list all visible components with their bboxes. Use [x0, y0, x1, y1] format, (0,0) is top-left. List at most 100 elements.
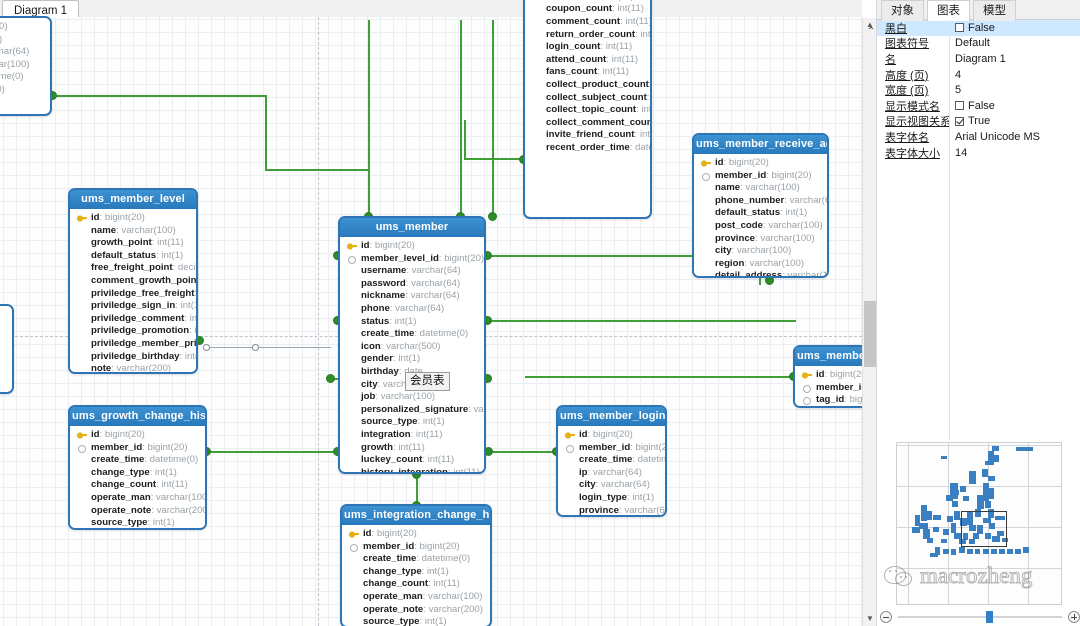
entity-field[interactable]: id: bigint(20) — [74, 429, 202, 442]
entity-field[interactable]: change_type: int(1) — [346, 566, 487, 579]
zoom-slider-track[interactable] — [898, 611, 1062, 623]
property-value[interactable]: 14 — [949, 147, 1080, 159]
entity-field[interactable]: change_count: int(11) — [74, 479, 202, 492]
entity-field[interactable]: create_time: datetime(0) — [346, 553, 487, 566]
entity-field[interactable]: member_id: bigint(20) — [698, 170, 824, 183]
entity-field[interactable]: member_id: bigint(20) — [562, 442, 665, 455]
entity-field[interactable]: region: varchar(100) — [698, 258, 824, 271]
entity-field[interactable]: gender: int(1) — [344, 353, 481, 366]
canvas-vertical-scrollbar[interactable]: ▲ ▼ — [862, 18, 876, 626]
entity-field[interactable]: luckey_count: int(11) — [344, 454, 481, 467]
entity-field[interactable]: history_integration: int(11) — [344, 467, 481, 472]
entity-field[interactable]: create_time: datetime(0) — [562, 454, 665, 467]
property-value[interactable]: False — [949, 21, 1080, 34]
entity-field[interactable]: operate_note: varchar(200) — [74, 505, 205, 518]
entity-field[interactable]: change_count: int(11) — [346, 578, 487, 591]
properties-tab[interactable]: 图表 — [927, 0, 970, 21]
entity-table[interactable]: id: bigint(20)member_id: bigint(20)consu… — [523, 0, 652, 219]
entity-field[interactable]: collect_product_count: int(11) — [529, 79, 650, 92]
entity-field[interactable]: priviledge_birthday: int(1) — [74, 351, 196, 364]
entity-field[interactable]: login_count: int(11) — [529, 41, 647, 54]
property-value[interactable]: Default — [949, 37, 1080, 49]
zoom-slider-thumb[interactable] — [986, 611, 993, 623]
entity-field[interactable]: recent_order_time: datetime(0) — [529, 142, 650, 155]
entity-field[interactable]: varchar(100) — [0, 59, 47, 72]
entity-field[interactable]: return_order_count: int(11) — [529, 29, 650, 42]
entity-field[interactable]: source_type: int(1) — [74, 517, 202, 528]
property-row[interactable]: 宽度 (页)5 — [877, 82, 1080, 98]
entity-table[interactable]: ums_member_receive_addressid: bigint(20)… — [692, 133, 829, 278]
entity-field[interactable]: city: varchar(100) — [698, 245, 824, 258]
entity-table[interactable]: ums_member_login_logid: bigint(20)member… — [556, 405, 667, 517]
entity-field[interactable]: province: varchar(100) — [698, 233, 824, 246]
minimap-viewport-rect[interactable] — [961, 511, 1007, 547]
diagram-canvas[interactable]: Diagram 1 — [0, 0, 862, 626]
entity-field[interactable]: tag_id: bigint(2 — [799, 394, 862, 406]
entity-field[interactable]: source_type: int(1) — [344, 416, 481, 429]
entity-field[interactable]: priviledge_promotion: int(1) — [74, 325, 196, 338]
entity-field[interactable]: province: varchar(64) — [562, 505, 665, 515]
entity-field[interactable]: member_id: bigint(20) — [346, 541, 487, 554]
zoom-out-button[interactable] — [880, 611, 892, 623]
entity-field[interactable]: comment_count: int(11) — [529, 16, 650, 29]
entity-field[interactable]: 2) — [0, 309, 9, 322]
entity-field[interactable]: nickname: varchar(64) — [344, 290, 481, 303]
entity-field[interactable]: fans_count: int(11) — [529, 66, 647, 79]
entity-field[interactable]: priviledge_free_freight: int(1) — [74, 288, 196, 301]
entity-field[interactable]: integration: int(11) — [344, 429, 481, 442]
entity-field[interactable]: id: bigint(20) — [698, 157, 824, 170]
checkbox-icon[interactable] — [955, 23, 964, 33]
entity-field[interactable]: personalized_signature: varchar(200) — [344, 404, 484, 417]
property-value[interactable]: 4 — [949, 69, 1080, 81]
entity-table[interactable]: ums_growth_change_historyid: bigint(20)m… — [68, 405, 207, 530]
entity-field[interactable]: : varchar(64) — [0, 46, 47, 59]
entity-field[interactable]: datetime(0) — [0, 71, 47, 84]
entity-field[interactable]: priviledge_comment: int(1) — [74, 313, 196, 326]
entity-field[interactable]: id: bigint(20) — [74, 212, 193, 225]
entity-field[interactable]: attend_count: int(11) — [529, 54, 647, 67]
entity-field[interactable]: (100) — [0, 322, 9, 335]
entity-field[interactable]: free_freight_point: decimal(10, 2) — [74, 262, 196, 275]
entity-field[interactable]: password: varchar(64) — [344, 278, 481, 291]
property-value[interactable]: False — [949, 100, 1080, 112]
tab-diagram-1[interactable]: Diagram 1 — [2, 0, 80, 19]
entity-field[interactable]: collect_comment_count: int(11) — [529, 117, 650, 130]
entity-table[interactable]: ums_member_rid: bigint(20)member_id: bit… — [793, 345, 862, 408]
entity-field[interactable]: default_status: int(1) — [698, 207, 824, 220]
zoom-control[interactable] — [880, 608, 1080, 626]
entity-field[interactable]: birthday: date — [344, 366, 481, 379]
entity-field[interactable]: default_status: int(1) — [74, 250, 193, 263]
entity-field[interactable]: phone: varchar(64) — [344, 303, 481, 316]
entity-field[interactable]: icon: varchar(500) — [344, 341, 481, 354]
entity-field[interactable]: operate_note: varchar(200) — [346, 604, 487, 617]
property-value[interactable]: True — [949, 115, 1080, 127]
panel-collapse-icon[interactable]: ⌃ — [867, 26, 876, 37]
entity-field[interactable]: detail_address: varchar(128) — [698, 270, 827, 276]
entity-field[interactable]: create_time: datetime(0) — [74, 454, 202, 467]
entity-field[interactable]: comment_growth_point: int(11) — [74, 275, 196, 288]
scroll-up-icon[interactable]: ▲ — [866, 20, 874, 29]
entity-field[interactable]: order_count: int(11) — [529, 0, 647, 3]
entity-field[interactable]: member_level_id: bigint(20) — [344, 253, 484, 266]
entity-field[interactable]: operate_man: varchar(100) — [346, 591, 487, 604]
entity-field[interactable]: username: varchar(64) — [344, 265, 481, 278]
entity-field[interactable]: job: varchar(100) — [344, 391, 481, 404]
entity-field[interactable]: change_type: int(1) — [74, 467, 202, 480]
entity-table[interactable]: gint(20)int(20): varchar(64)varchar(100)… — [0, 16, 52, 116]
entity-field[interactable]: city: varchar(64) — [562, 479, 662, 492]
entity-field[interactable]: name: varchar(100) — [698, 182, 824, 195]
checkbox-icon[interactable] — [955, 116, 964, 126]
entity-field[interactable]: collect_subject_count: int(11) — [529, 92, 650, 105]
scroll-down-icon[interactable]: ▼ — [866, 614, 874, 623]
entity-field[interactable]: post_code: varchar(100) — [698, 220, 824, 233]
entity-field[interactable]: operate_man: varchar(100) — [74, 492, 205, 505]
entity-field[interactable]: create_time: datetime(0) — [344, 328, 481, 341]
